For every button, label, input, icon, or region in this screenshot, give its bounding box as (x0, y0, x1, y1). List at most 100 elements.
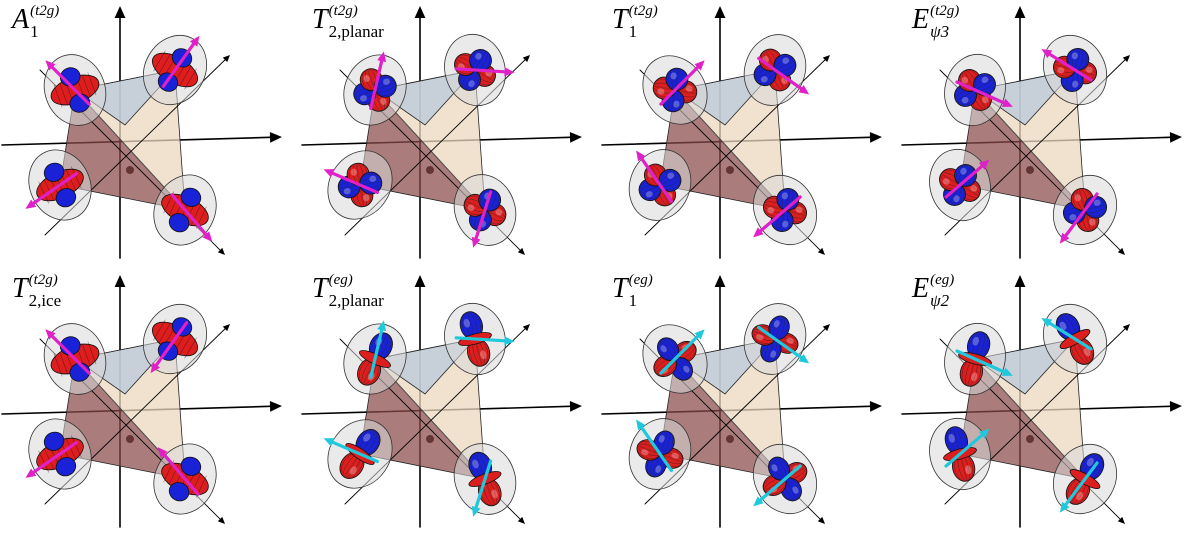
label-symbol: T (12, 273, 28, 304)
moment-arrow (757, 56, 810, 95)
panel-label: T(eg) 2,planar (312, 272, 384, 310)
label-subscript: ψ2 (930, 291, 950, 310)
label-symbol: E (912, 273, 930, 304)
moment-arrow (25, 172, 79, 209)
moment-arrow (369, 320, 387, 379)
label-symbol: E (912, 4, 930, 35)
panel-T2planar_eg: T(eg) 2,planar (300, 269, 600, 538)
clover-lobe (954, 164, 977, 187)
moment-arrow (753, 464, 802, 507)
label-superscript: (t2g) (28, 272, 58, 288)
axial-lobe (43, 431, 65, 451)
panel-diagram (1, 6, 282, 259)
panel-diagram (901, 6, 1182, 259)
moment-arrow (944, 428, 990, 468)
label-subscript: ψ3 (930, 22, 950, 41)
label-symbol: T (612, 273, 628, 304)
panel-label: E(t2g) ψ3 (912, 4, 959, 41)
moment-arrow (1059, 192, 1099, 244)
label-subscript: 2,planar (328, 291, 384, 310)
moment-arrow (753, 195, 802, 238)
panel-label: T(t2g) 2,planar (312, 3, 384, 41)
axial-lobe (43, 162, 65, 182)
orbital-1 (743, 34, 807, 106)
clover-lobe (658, 168, 682, 192)
panel-diagram (601, 275, 882, 528)
label-symbol: A (12, 4, 30, 35)
moment-arrow (636, 419, 673, 473)
label-subscript: 1 (628, 291, 638, 310)
moment-arrow (170, 193, 213, 242)
label-subscript: 1 (30, 22, 39, 41)
label-superscript: (t2g) (30, 3, 60, 19)
moment-arrow (944, 159, 990, 199)
moment-arrow (454, 336, 515, 346)
moment-arrow (1041, 318, 1093, 351)
panel-diagram (301, 275, 582, 528)
axial-lobe (180, 187, 202, 207)
panel-label: A(t2g) 1 (12, 4, 59, 41)
dz2-lobe (459, 311, 484, 340)
cross-lobe (768, 315, 790, 340)
label-superscript: (eg) (628, 272, 653, 288)
clover-lobe (1066, 47, 1090, 71)
label-superscript: (t2g) (628, 3, 658, 19)
panel-label: T(eg) 1 (612, 273, 653, 310)
moment-arrow (471, 190, 493, 248)
moment-arrow (157, 447, 200, 496)
panel-label: T(t2g) 2,ice (12, 272, 61, 310)
dz2-lobe (466, 338, 491, 367)
panel-diagram (301, 6, 582, 259)
moment-arrow (757, 325, 810, 364)
moment-arrow (636, 150, 673, 204)
moment-arrow (955, 80, 1013, 107)
moment-arrow (323, 438, 379, 464)
dz2-lobe (944, 426, 969, 455)
moment-arrow (471, 459, 493, 517)
panel-T1_eg: T(eg) 1 (600, 269, 900, 538)
label-superscript: (eg) (930, 272, 955, 288)
moment-arrow (1041, 49, 1093, 82)
panel-label: T(t2g) 1 (612, 4, 658, 41)
panel-T2ice_t2g: T(t2g) 2,ice (0, 269, 300, 538)
dz2-lobe (339, 451, 365, 479)
moment-arrow (659, 60, 705, 106)
panel-A1_t2g: A(t2g) 1 (0, 0, 300, 269)
moment-arrow (161, 35, 200, 88)
axial-lobe (168, 482, 190, 502)
axial-lobe (168, 213, 190, 233)
label-symbol: T (312, 4, 328, 35)
clover-lobe (973, 73, 996, 96)
panel-Epsi2_eg: E(eg) ψ2 (900, 269, 1200, 538)
moment-arrow (955, 349, 1013, 376)
label-superscript: (eg) (328, 272, 353, 288)
label-symbol: T (612, 4, 628, 35)
panel-Epsi3_t2g: E(t2g) ψ3 (900, 0, 1200, 269)
panel-diagram (901, 275, 1182, 528)
panel-T2planar_t2g: T(t2g) 2,planar (300, 0, 600, 269)
panel-T1_t2g: T(t2g) 1 (600, 0, 900, 269)
label-superscript: (t2g) (930, 3, 960, 19)
moment-arrow (45, 329, 91, 375)
panel-diagram (1, 275, 282, 528)
label-symbol: T (312, 273, 328, 304)
moment-arrow (45, 60, 91, 106)
moment-arrow (150, 321, 189, 374)
axial-lobe (55, 457, 77, 477)
panel-label: E(eg) ψ2 (912, 273, 954, 310)
moment-arrow (25, 441, 79, 478)
moment-arrow (1059, 461, 1099, 513)
label-subscript: 1 (628, 22, 638, 41)
moment-arrow (369, 51, 387, 110)
moment-arrow (659, 329, 705, 375)
moment-arrow (323, 169, 379, 195)
clover-lobe (776, 187, 800, 211)
label-subscript: 2,ice (28, 291, 62, 310)
axial-lobe (180, 456, 202, 476)
axial-lobe (55, 188, 77, 208)
label-subscript: 2,planar (328, 22, 384, 41)
moment-arrow (454, 67, 515, 77)
panel-diagram (601, 6, 882, 259)
label-superscript: (t2g) (328, 3, 358, 19)
